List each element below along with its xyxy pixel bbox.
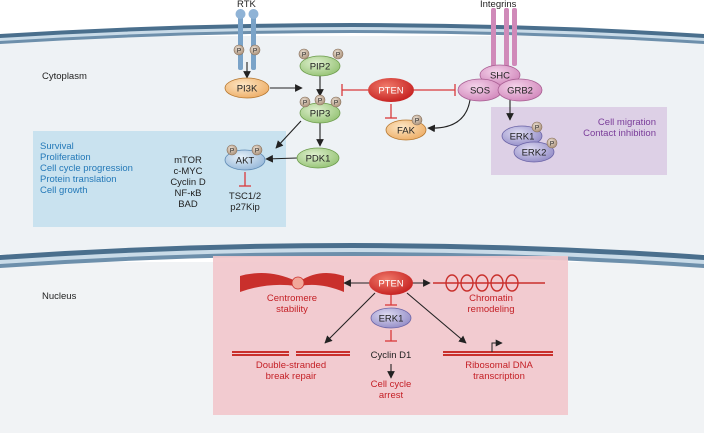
outcome-protein-translation: Protein translation — [40, 173, 117, 185]
arrest-line1: Cell cycle — [370, 379, 412, 390]
svg-text:PTEN: PTEN — [378, 86, 403, 97]
outcome-contact-inhibition: Contact inhibition — [583, 127, 656, 139]
fak-node: FAK P — [385, 114, 427, 141]
outcome-cell-migration: Cell migration — [597, 117, 656, 128]
cyclin-d1-label: Cyclin D1 — [370, 350, 412, 361]
outcome-proliferation: Proliferation — [40, 151, 91, 163]
rtk-phospho-sites: P P — [233, 44, 261, 56]
svg-text:P: P — [253, 47, 257, 54]
pip3-node: PIP3 P P P — [299, 94, 342, 124]
target-cyclin-d: Cyclin D — [170, 176, 206, 188]
dsb-line1: Double-stranded — [255, 360, 327, 371]
nucleus-inhibitions — [385, 295, 397, 342]
nucleus-label: Nucleus — [42, 291, 77, 302]
svg-text:PTEN: PTEN — [378, 279, 403, 290]
svg-text:P: P — [336, 51, 340, 58]
cell-cycle-arrest-label: Cell cycle arrest — [356, 379, 426, 402]
outcome-cell-growth: Cell growth — [40, 184, 88, 196]
svg-text:P: P — [415, 117, 419, 124]
svg-text:PDK1: PDK1 — [306, 154, 331, 165]
sos-node: SOS — [457, 78, 503, 102]
chromatin-remodeling-label: Chromatin remodeling — [451, 293, 531, 316]
inhibited-p27kip: p27Kip — [230, 201, 260, 213]
grb2-node: GRB2 — [497, 78, 543, 102]
svg-text:ERK1: ERK1 — [510, 132, 535, 143]
integrins-label: Integrins — [480, 0, 517, 10]
inhibited-tsc: TSC1/2 — [228, 191, 262, 202]
chromosome-icon — [240, 272, 344, 292]
centromere-stability-label: Centromere stability — [252, 293, 332, 316]
pdk1-node: PDK1 — [296, 147, 340, 169]
centromere-line2: stability — [276, 303, 308, 315]
svg-text:GRB2: GRB2 — [507, 86, 533, 97]
svg-text:P: P — [334, 99, 338, 106]
ribosomal-line1: Ribosomal DNA — [465, 360, 533, 371]
integrin-receptor — [491, 8, 517, 70]
rtk-receptor — [235, 9, 259, 70]
chromatin-line1: Chromatin — [469, 293, 513, 304]
svg-text:P: P — [303, 99, 307, 106]
akt-inhibited-list: TSC1/2 p27Kip — [221, 191, 269, 214]
erk1-cytoplasm-node: ERK1 P — [501, 121, 543, 147]
erk-outcome-list: Cell migration Contact inhibition — [568, 117, 656, 140]
akt-node: AKT P P — [224, 144, 266, 171]
akt-outcome-list: Survival Proliferation Cell cycle progre… — [40, 141, 133, 197]
nucleus-connectors — [324, 279, 467, 379]
svg-text:SOS: SOS — [470, 86, 490, 97]
cytoplasm-label: Cytoplasm — [42, 71, 87, 82]
svg-text:P: P — [302, 51, 306, 58]
rtk-label: RTK — [237, 0, 256, 10]
svg-text:P: P — [230, 147, 234, 154]
svg-text:ERK2: ERK2 — [522, 148, 547, 159]
svg-text:P: P — [535, 124, 539, 131]
arrest-line2: arrest — [378, 389, 404, 401]
ribosomal-line2: transcription — [473, 370, 525, 382]
akt-outcome-panel — [33, 131, 286, 227]
svg-text:PIP2: PIP2 — [310, 62, 331, 73]
ribosomal-dna-label: Ribosomal DNA transcription — [454, 360, 544, 383]
svg-text:PIP3: PIP3 — [310, 109, 331, 120]
akt-target-list: mTOR c-MYC Cyclin D NF-κB BAD — [164, 155, 212, 211]
cytoplasm-inhibitions — [239, 84, 456, 187]
svg-text:FAK: FAK — [397, 126, 416, 137]
pip2-node: PIP2 P P — [298, 48, 344, 77]
outcome-cell-cycle-progression: Cell cycle progression — [40, 162, 133, 174]
erk2-cytoplasm-node: ERK2 P — [513, 137, 558, 163]
erk1-nucleus-node: ERK1 — [370, 307, 412, 329]
pten-nucleus-node: PTEN — [369, 271, 413, 295]
svg-text:P: P — [255, 147, 259, 154]
svg-text:P: P — [237, 47, 241, 54]
dsb-dna-icon — [232, 351, 350, 356]
svg-text:ERK1: ERK1 — [379, 314, 404, 325]
dsb-line2: break repair — [265, 370, 317, 382]
target-bad: BAD — [178, 198, 198, 210]
pten-cytoplasm-node: PTEN — [368, 78, 414, 102]
svg-text:AKT: AKT — [236, 156, 255, 167]
cytoplasm-connectors — [243, 62, 514, 163]
outcome-survival: Survival — [40, 141, 74, 152]
pi3k-node: PI3K — [224, 77, 270, 99]
target-nf-kb: NF-κB — [174, 187, 202, 199]
dsb-repair-label: Double-stranded break repair — [246, 360, 336, 383]
svg-text:P: P — [550, 140, 554, 147]
plasma-membrane — [0, 23, 704, 44]
chromatin-icon — [433, 274, 545, 292]
svg-text:PI3K: PI3K — [237, 84, 258, 95]
centromere-line1: Centromere — [266, 293, 318, 304]
svg-text:P: P — [318, 97, 322, 104]
ribosomal-dna-icon — [443, 339, 553, 356]
target-c-myc: c-MYC — [173, 165, 203, 177]
chromatin-line2: remodeling — [467, 303, 515, 315]
target-mtor: mTOR — [174, 155, 202, 166]
svg-text:SHC: SHC — [490, 71, 510, 82]
